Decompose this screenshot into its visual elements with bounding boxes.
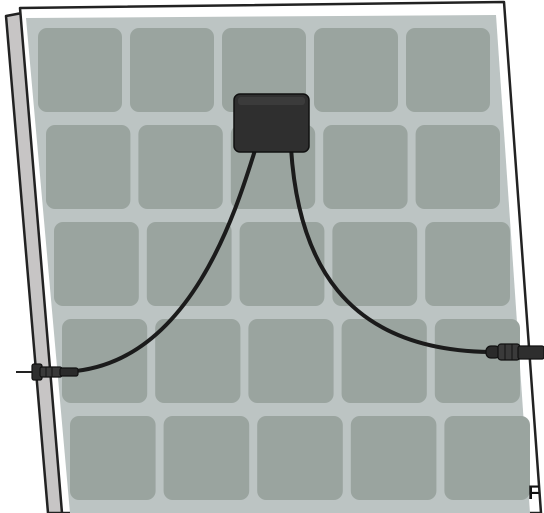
solar-cell <box>257 416 343 500</box>
solar-cell <box>406 28 490 112</box>
solar-cell <box>248 319 334 403</box>
junction-box <box>233 93 310 153</box>
solar-cell <box>332 222 418 306</box>
junction-box-top-face <box>238 97 305 105</box>
right-connector <box>485 343 544 361</box>
solar-cell <box>444 416 530 500</box>
right-cable <box>289 146 492 354</box>
solar-cell-grid <box>38 28 530 500</box>
solar-cell <box>62 319 148 403</box>
solar-cell <box>130 28 214 112</box>
solar-cell <box>70 416 156 500</box>
solar-cell <box>146 222 232 306</box>
solar-cell <box>138 125 223 209</box>
solar-cell <box>54 222 139 306</box>
left-cable <box>74 145 258 373</box>
solar-cell <box>163 416 250 500</box>
solar-cell <box>222 28 306 112</box>
solar-cell <box>425 222 510 306</box>
solar-cell <box>323 125 408 209</box>
solar-cell <box>434 319 520 403</box>
left-connector <box>16 363 79 381</box>
corner-text: F <box>528 483 540 504</box>
solar-cell <box>38 28 122 112</box>
solar-cell <box>46 125 131 209</box>
solar-cell <box>155 319 241 403</box>
solar-cell <box>239 222 325 306</box>
solar-cell <box>350 416 437 500</box>
solar-cell <box>415 125 500 209</box>
solar-cell <box>314 28 398 112</box>
solar-cell <box>341 319 427 403</box>
